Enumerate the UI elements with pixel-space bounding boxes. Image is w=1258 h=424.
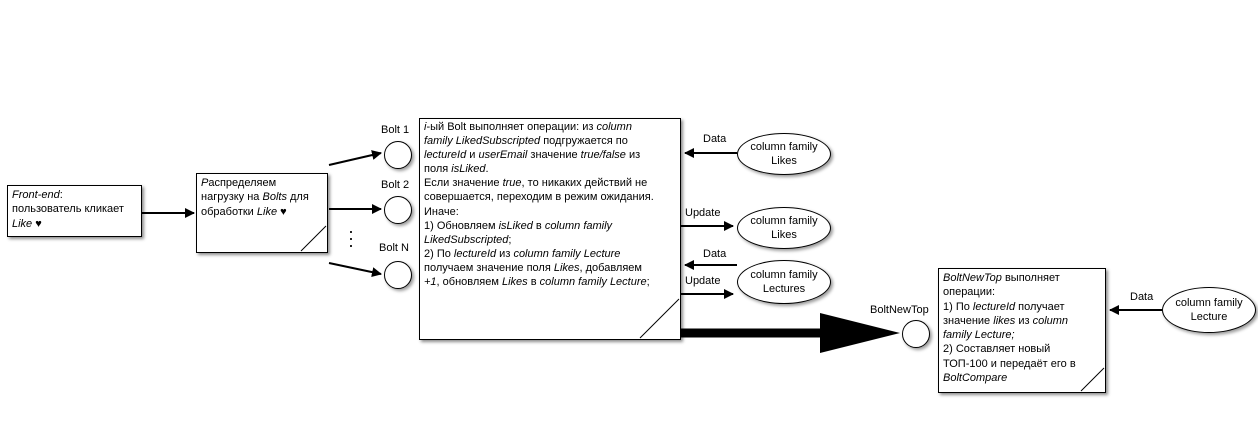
cf-likes-read-node: column family Likes — [737, 133, 831, 175]
cf-likes-update-node: column family Likes — [737, 207, 831, 249]
edge-distribute-to-bolt1 — [328, 150, 382, 166]
edge-label-data-1: Data — [703, 133, 727, 145]
frontend-note: Front-end: пользователь кликает Like ♥ — [7, 185, 142, 237]
bolt-n-node — [384, 261, 412, 289]
edge-label-update-1: Update — [685, 207, 721, 219]
bolt-2-node — [384, 196, 412, 224]
edge-distribute-to-boltn — [328, 262, 382, 278]
note-fold-icon — [1080, 367, 1105, 392]
edge-ops-to-boltnewtop-head — [820, 313, 900, 353]
edge-label-data-3: Data — [1130, 291, 1154, 303]
note-fold-icon — [300, 225, 327, 252]
cf-lecture-node: column family Lecture — [1162, 287, 1256, 333]
cf-likes-update-label: column family Likes — [750, 215, 818, 241]
bolt-n-label: Bolt N — [379, 242, 409, 254]
bolt-1-node — [384, 141, 412, 169]
boltnewtop-node — [902, 320, 930, 348]
cf-likes-read-label: column family Likes — [750, 141, 818, 167]
cf-lectures-node: column family Lectures — [737, 260, 831, 304]
bolt-operations-note: i-ый Bolt выполняет операции: из column … — [419, 118, 681, 340]
cf-lectures-label: column family Lectures — [750, 269, 818, 295]
boltnewtop-note: BoltNewTop выполняет операции: 1) По lec… — [938, 268, 1106, 393]
bolt-2-label: Bolt 2 — [381, 179, 410, 191]
bolts-ellipsis: ··· — [348, 221, 354, 255]
cf-lecture-label: column family Lecture — [1175, 297, 1243, 323]
edge-label-update-2: Update — [685, 275, 721, 287]
distribute-note: Распределяем нагрузку на Bolts для обраб… — [196, 173, 328, 253]
boltnewtop-label: BoltNewTop — [870, 304, 929, 316]
edge-label-data-2: Data — [703, 248, 727, 260]
note-fold-icon — [639, 298, 680, 339]
bolt-1-label: Bolt 1 — [381, 124, 410, 136]
